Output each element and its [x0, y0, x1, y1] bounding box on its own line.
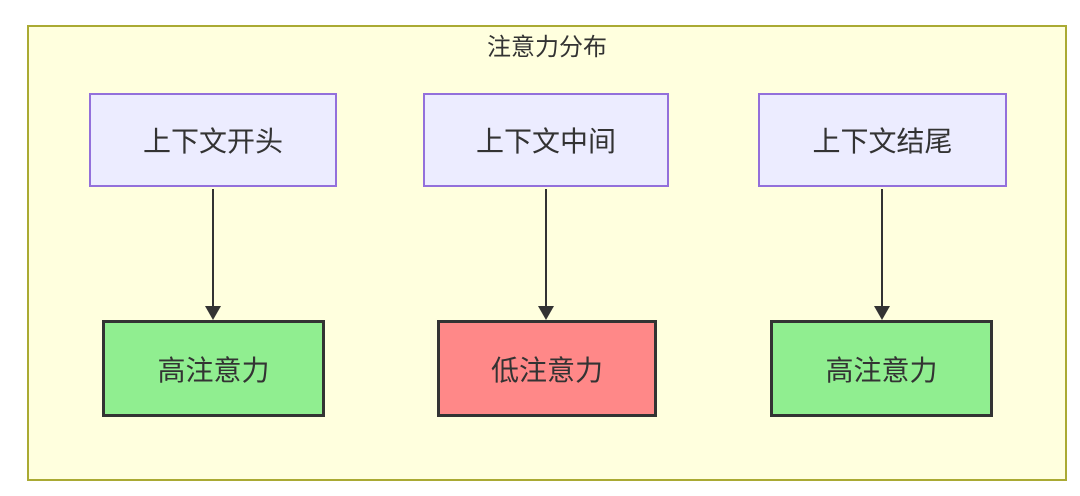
node-high-attention-2: 高注意力	[770, 320, 993, 417]
node-context-end-label: 上下文结尾	[812, 126, 953, 157]
node-high-attention-1-label: 高注意力	[157, 354, 270, 386]
node-high-attention-1: 高注意力	[102, 320, 325, 417]
node-context-end: 上下文结尾	[758, 93, 1007, 187]
node-context-middle-label: 上下文中间	[475, 126, 616, 157]
attention-distribution-group: 注意力分布 上下文开头 高注意力 上下文中间 低注意力 上下文结尾 高注意力	[27, 25, 1067, 481]
group-title: 注意力分布	[487, 34, 607, 61]
node-high-attention-2-label: 高注意力	[825, 354, 938, 386]
node-context-start: 上下文开头	[89, 93, 337, 187]
arrow-middle-to-low-icon	[538, 189, 554, 320]
arrow-end-to-high-icon	[874, 189, 890, 320]
node-low-attention: 低注意力	[437, 320, 657, 417]
node-low-attention-label: 低注意力	[490, 354, 603, 386]
arrow-start-to-high-icon	[205, 189, 221, 320]
node-context-start-label: 上下文开头	[142, 126, 283, 157]
node-context-middle: 上下文中间	[423, 93, 669, 187]
